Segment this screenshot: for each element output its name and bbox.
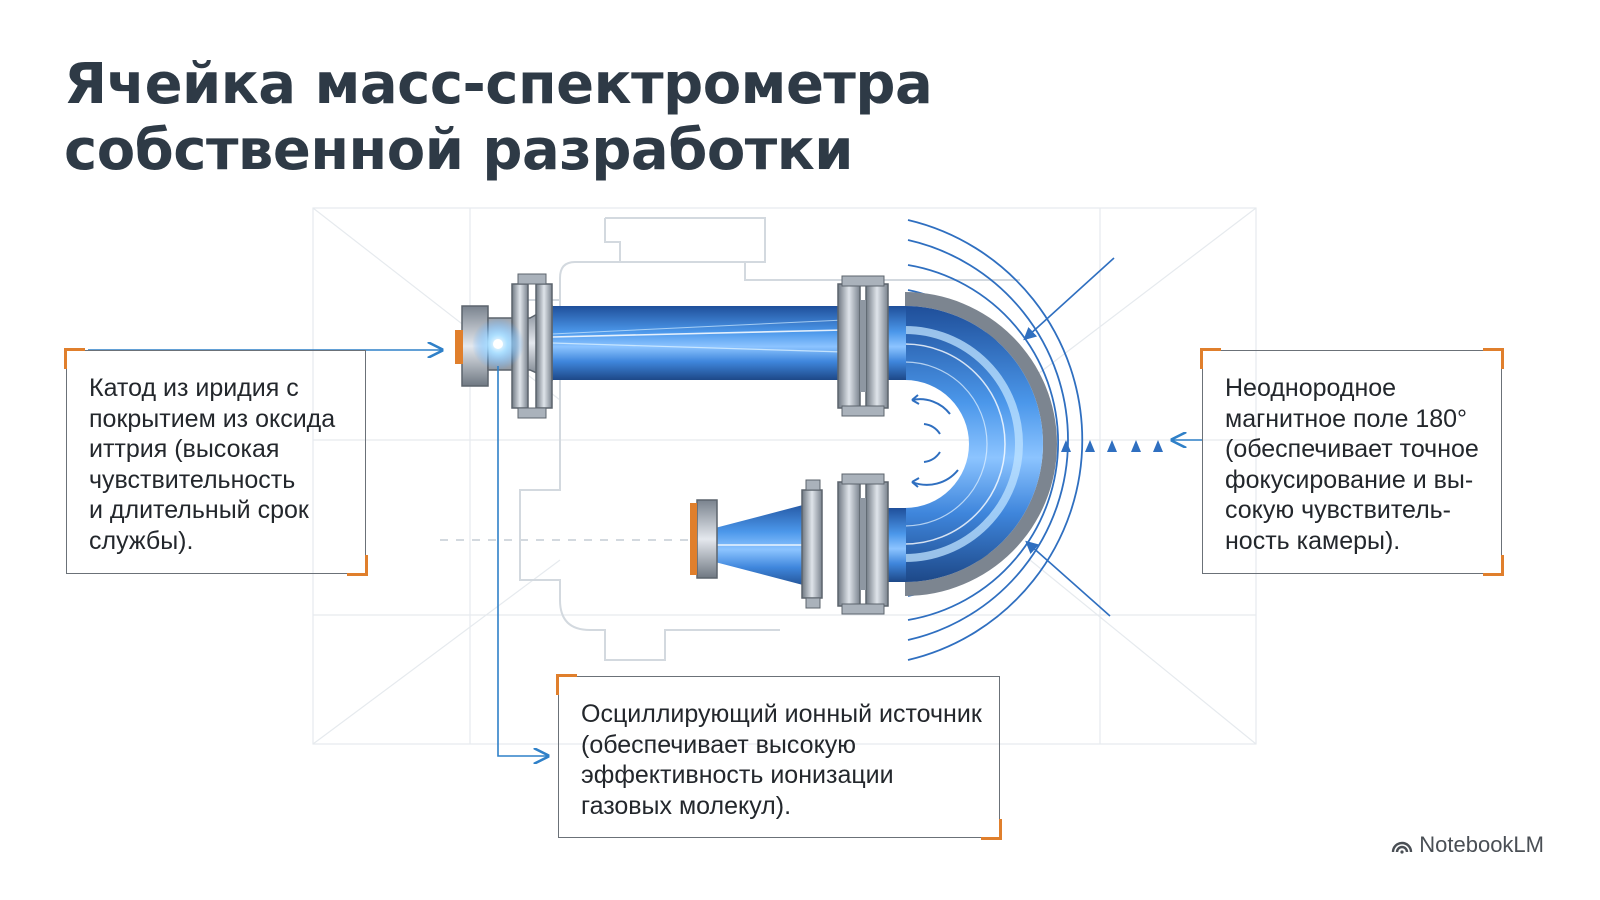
ion-source-assembly [455, 273, 553, 419]
title-line-1: Ячейка масс-спектрометра [64, 52, 933, 117]
notebooklm-logo-icon [1392, 841, 1413, 854]
housing-outline [440, 217, 1020, 661]
oscillation-arrows [911, 394, 959, 488]
callout-cathode: Катод из иридия с покрытием из оксида ит… [64, 348, 368, 576]
corner-accent [1200, 348, 1221, 369]
corner-accent [347, 555, 368, 576]
field-diagonal-pointers [1023, 257, 1115, 617]
corner-accent [556, 674, 577, 695]
callout-magnetic-field-text: Неоднородное магнитное поле 180° (обеспе… [1225, 374, 1479, 555]
callout-magnetic-field: Неоднородное магнитное поле 180° (обеспе… [1200, 348, 1504, 576]
upper-flange [837, 275, 889, 417]
upper-beam-tube [552, 306, 844, 380]
callout-ion-source-text: Осциллирующий ионный источник (обеспечив… [581, 700, 982, 820]
blueprint-background [312, 207, 1257, 745]
corner-accent [1483, 348, 1504, 369]
brand-name: NotebookLM [1419, 832, 1544, 857]
cathode-orange-plate [455, 330, 463, 364]
u-bend-tube [905, 306, 1043, 582]
callout-cathode-text: Катод из иридия с покрытием из оксида ит… [89, 374, 336, 555]
corner-accent [64, 348, 85, 369]
corner-accent [981, 819, 1002, 840]
page-title: Ячейка масс-спектрометра собственной раз… [64, 52, 933, 184]
title-line-2: собственной разработки [64, 118, 854, 183]
notebooklm-watermark: NotebookLM [1391, 832, 1544, 858]
leader-ion-source [497, 366, 548, 756]
field-direction-arrows [1061, 440, 1163, 452]
corner-accent [1483, 555, 1504, 576]
lower-flange [801, 473, 889, 615]
u-bend-glow [904, 326, 1023, 562]
callout-ion-source: Осциллирующий ионный источник (обеспечив… [556, 674, 1002, 840]
collector-plate [690, 499, 718, 579]
